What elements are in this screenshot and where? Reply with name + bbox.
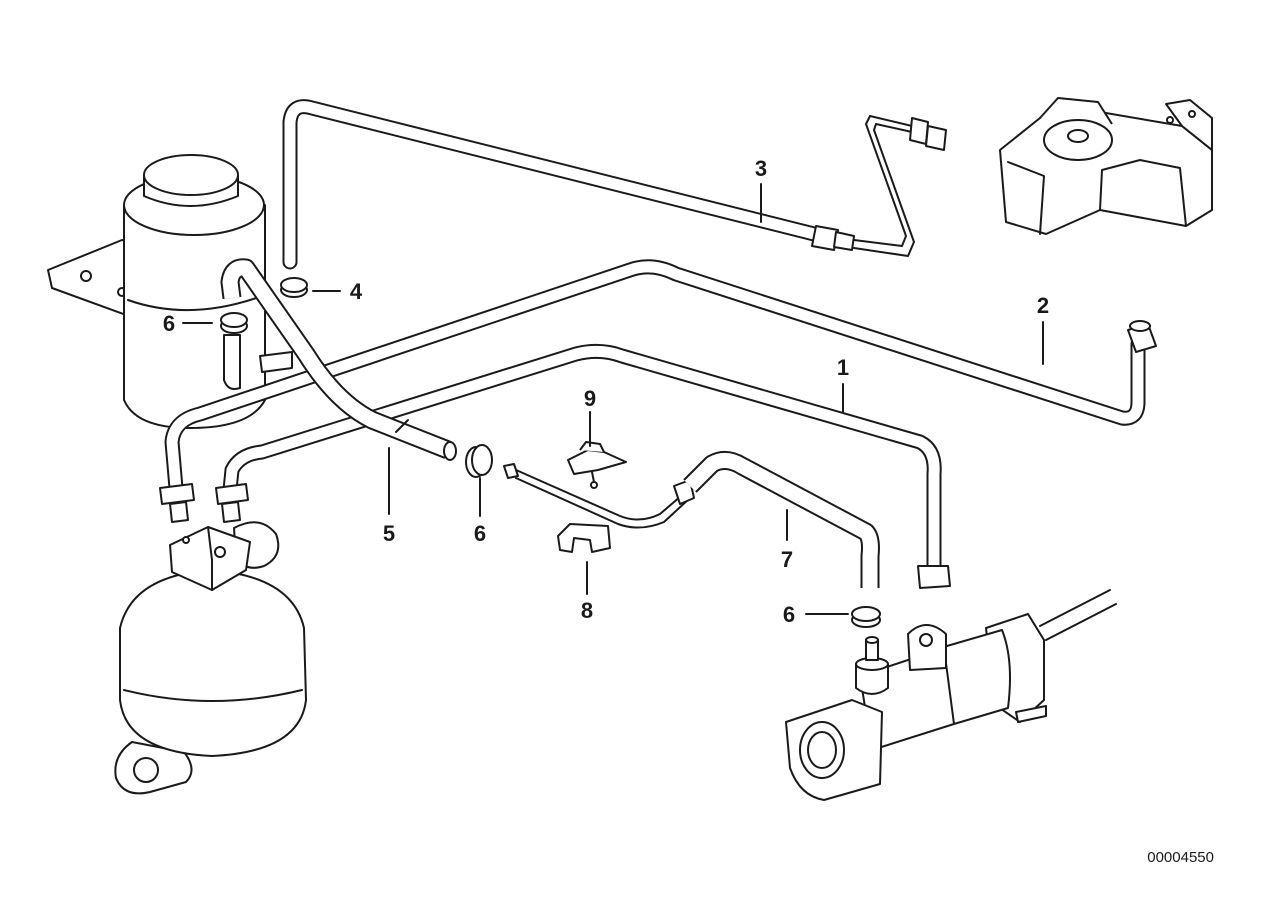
pipe-1 bbox=[222, 343, 951, 589]
callout-6-reservoir: 6 bbox=[163, 311, 175, 336]
bracket-9 bbox=[567, 441, 627, 489]
leader-lines bbox=[182, 183, 1044, 615]
holder-8 bbox=[557, 523, 611, 553]
callout-3: 3 bbox=[755, 156, 767, 181]
callout-5: 5 bbox=[383, 521, 395, 546]
callout-6-cylinder: 6 bbox=[783, 602, 795, 627]
pressure-accumulator bbox=[114, 521, 307, 795]
pipe-2 bbox=[164, 259, 1157, 496]
control-valve-block bbox=[999, 97, 1213, 235]
pipe-3 bbox=[282, 99, 947, 270]
callout-2: 2 bbox=[1037, 293, 1049, 318]
callout-9: 9 bbox=[584, 386, 596, 411]
master-cylinder bbox=[785, 589, 1117, 801]
fluid-reservoir bbox=[47, 154, 293, 429]
hose-5 bbox=[220, 258, 457, 461]
callout-8: 8 bbox=[581, 598, 593, 623]
callout-4: 4 bbox=[350, 279, 363, 304]
callout-6-hose: 6 bbox=[474, 521, 486, 546]
callout-7: 7 bbox=[781, 547, 793, 572]
image-code: 00004550 bbox=[1147, 849, 1214, 866]
callout-1: 1 bbox=[837, 355, 849, 380]
accumulator-fittings bbox=[159, 483, 249, 523]
hose-clamps bbox=[220, 277, 881, 628]
hose-7 bbox=[503, 451, 880, 588]
